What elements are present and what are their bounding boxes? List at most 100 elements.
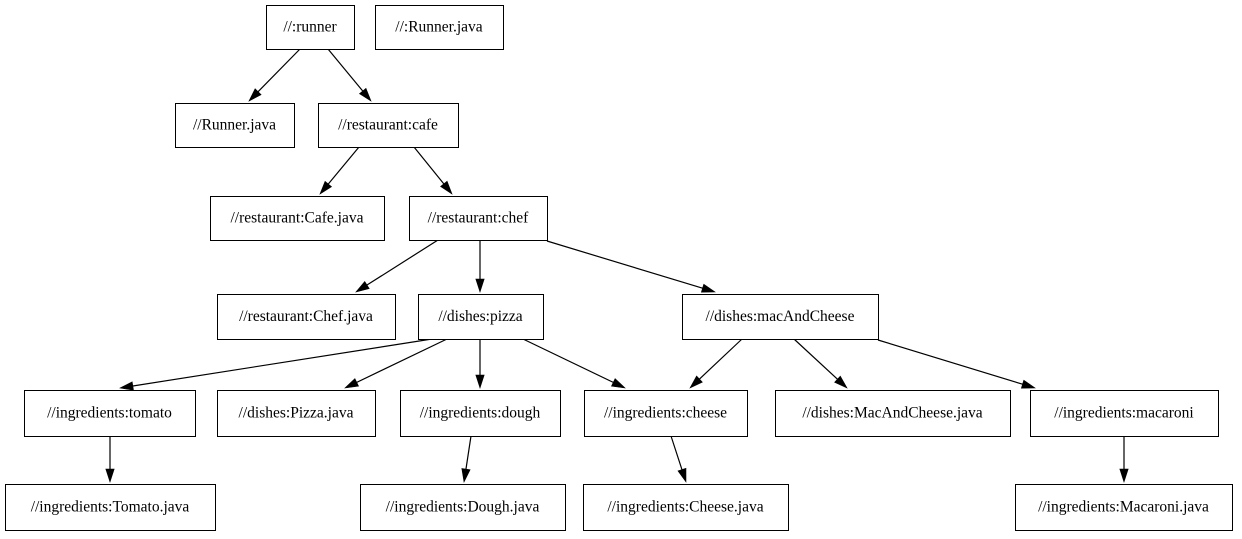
node-label: //ingredients:Tomato.java — [31, 499, 190, 516]
node-label: //ingredients:Cheese.java — [607, 499, 763, 516]
graph-edge — [105, 436, 115, 483]
graph-edge — [344, 338, 448, 389]
graph-node-ing_macaroni[interactable]: //ingredients:macaroni — [1030, 390, 1219, 437]
graph-edge — [1119, 436, 1129, 483]
graph-node-dishes_mac_java[interactable]: //dishes:MacAndCheese.java — [775, 390, 1011, 437]
graph-node-restaurant_cafe[interactable]: //restaurant:cafe — [318, 103, 459, 148]
node-label: //restaurant:cafe — [338, 117, 438, 134]
node-label: //restaurant:Chef.java — [239, 308, 373, 325]
node-box[interactable] — [583, 484, 789, 531]
graph-node-restaurant_cafe_java[interactable]: //restaurant:Cafe.java — [210, 196, 385, 241]
node-label: //restaurant:chef — [428, 210, 530, 227]
graph-node-dishes_macandcheese[interactable]: //dishes:macAndCheese — [682, 294, 879, 340]
edge-line — [413, 146, 445, 185]
edge-arrowhead — [248, 88, 262, 102]
graph-edges-layer — [105, 48, 1129, 483]
edge-arrowhead — [689, 375, 703, 389]
graph-node-restaurant_chef_java[interactable]: //restaurant:Chef.java — [217, 294, 396, 340]
graph-edge — [119, 338, 433, 391]
edge-arrowhead — [440, 180, 453, 195]
edge-arrowhead — [344, 378, 359, 389]
node-box[interactable] — [1015, 484, 1233, 531]
graph-edge — [877, 339, 1036, 389]
node-box[interactable] — [400, 390, 561, 437]
node-box[interactable] — [1030, 390, 1219, 437]
node-box[interactable] — [682, 294, 879, 340]
node-label: //ingredients:macaroni — [1054, 405, 1194, 422]
edge-arrowhead — [105, 468, 115, 483]
graph-edge — [327, 48, 372, 102]
node-box[interactable] — [418, 294, 544, 340]
node-label: //ingredients:dough — [420, 405, 541, 422]
graph-node-ing_cheese_java[interactable]: //ingredients:Cheese.java — [583, 484, 789, 531]
node-box[interactable] — [775, 390, 1011, 437]
graph-edge — [413, 146, 453, 195]
graph-node-runner[interactable]: //:runner — [266, 5, 355, 50]
edge-arrowhead — [677, 467, 687, 483]
graph-node-ing_dough_java[interactable]: //ingredients:Dough.java — [360, 484, 566, 531]
edge-line — [366, 239, 439, 286]
node-box[interactable] — [24, 390, 196, 437]
edge-arrowhead — [611, 378, 626, 389]
node-label: //dishes:Pizza.java — [239, 405, 354, 422]
graph-node-restaurant_chef[interactable]: //restaurant:chef — [409, 196, 548, 241]
graph-edge — [319, 146, 360, 195]
graph-node-ing_macaroni_java[interactable]: //ingredients:Macaroni.java — [1015, 484, 1233, 531]
node-label: //restaurant:Cafe.java — [231, 210, 364, 227]
graph-nodes-layer: //:runner //:Runner.java //Runner.java //re… — [5, 5, 1233, 531]
graph-node-dishes_pizza_java[interactable]: //dishes:Pizza.java — [217, 390, 376, 437]
edge-arrowhead — [119, 381, 134, 391]
edge-arrowhead — [319, 180, 333, 195]
edge-line — [546, 240, 703, 289]
graph-node-root_runner_java[interactable]: //:Runner.java — [375, 5, 504, 50]
node-label: //dishes:macAndCheese — [706, 308, 855, 325]
graph-node-dishes_pizza[interactable]: //dishes:pizza — [418, 294, 544, 340]
graph-edge — [461, 435, 472, 483]
graph-edge — [475, 339, 485, 389]
node-label: //ingredients:tomato — [47, 405, 172, 422]
edge-line — [356, 338, 448, 383]
graph-node-runner_java[interactable]: //Runner.java — [175, 103, 295, 148]
graph-node-ing_tomato_java[interactable]: //ingredients:Tomato.java — [5, 484, 216, 531]
graph-node-ing_tomato[interactable]: //ingredients:tomato — [24, 390, 196, 437]
edge-arrowhead — [461, 468, 471, 483]
node-box[interactable] — [266, 5, 355, 50]
edge-arrowhead — [834, 375, 848, 389]
node-label: //dishes:MacAndCheese.java — [802, 405, 982, 422]
edge-line — [132, 338, 433, 387]
graph-node-ing_dough[interactable]: //ingredients:dough — [400, 390, 561, 437]
node-box[interactable] — [375, 5, 504, 50]
node-box[interactable] — [5, 484, 216, 531]
graph-edge — [689, 338, 743, 389]
node-label: //ingredients:cheese — [604, 405, 727, 422]
edge-arrowhead — [475, 278, 485, 293]
edge-line — [877, 339, 1023, 385]
node-box[interactable] — [210, 196, 385, 241]
node-box[interactable] — [318, 103, 459, 148]
graph-edge — [522, 338, 626, 389]
edge-arrowhead — [1020, 379, 1036, 389]
edge-line — [257, 48, 301, 93]
node-label: //:Runner.java — [395, 19, 483, 36]
edge-arrowhead — [1119, 468, 1129, 483]
node-box[interactable] — [175, 103, 295, 148]
node-box[interactable] — [409, 196, 548, 241]
edge-line — [327, 146, 360, 185]
graph-edge — [793, 338, 848, 389]
edge-line — [670, 435, 683, 470]
graph-edge — [670, 435, 687, 483]
node-label: //ingredients:Dough.java — [386, 499, 540, 516]
node-box[interactable] — [360, 484, 566, 531]
graph-edge — [248, 48, 301, 102]
graph-node-ing_cheese[interactable]: //ingredients:cheese — [584, 390, 748, 437]
node-box[interactable] — [217, 294, 396, 340]
edge-arrowhead — [475, 374, 485, 389]
edge-line — [793, 338, 838, 380]
edge-line — [522, 338, 614, 383]
graph-edge — [546, 240, 716, 293]
node-box[interactable] — [217, 390, 376, 437]
edge-line — [699, 338, 743, 380]
node-box[interactable] — [584, 390, 748, 437]
